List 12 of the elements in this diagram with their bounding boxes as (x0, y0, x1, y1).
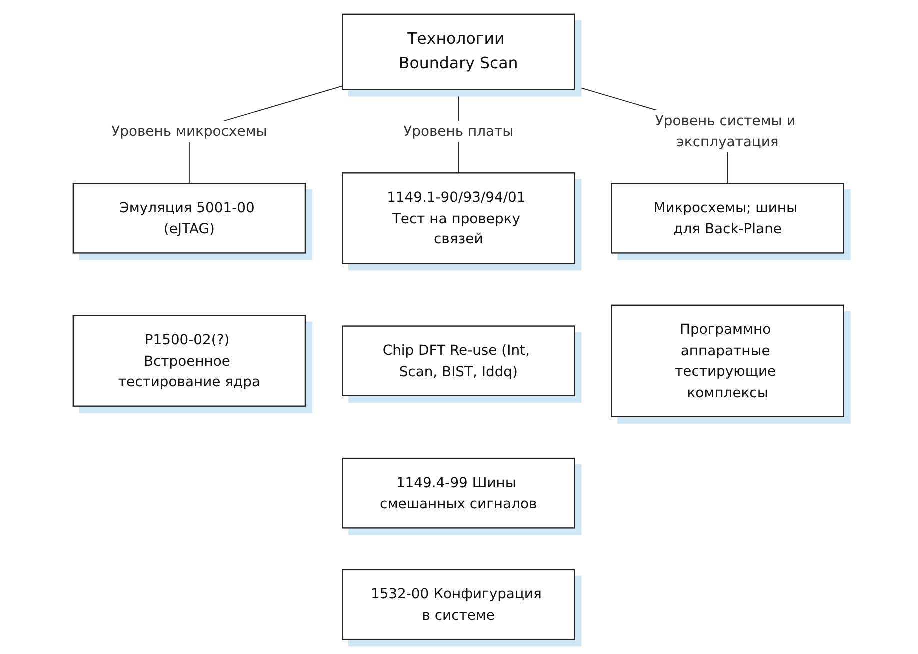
edge-label: Уровень системы и эксплуатация (656, 112, 796, 150)
node-box: 1532-00 Конфигурация в системе (342, 569, 576, 640)
edge-label: Уровень платы (404, 122, 514, 140)
node-box: 1149.4-99 Шины смешанных сигналов (342, 458, 576, 529)
node-box: 1149.1-90/93/94/01 Тест на проверку связей (342, 172, 576, 264)
node-box: Программно аппаратные тестирующие комплексы (612, 304, 845, 418)
node-box: Технологии Boundary Scan (342, 14, 576, 90)
node-box: Эмуляция 5001-00 (eJTAG) (73, 182, 306, 254)
node-box: Микросхемы; шины для Back-Plane (612, 182, 845, 254)
edge-label: Уровень микросхемы (112, 122, 268, 140)
node-box: Chip DFT Re-use (Int, Scan, BIST, Iddq) (342, 326, 576, 397)
node-box: P1500-02(?) Встроенное тестирование ядра (73, 315, 306, 407)
